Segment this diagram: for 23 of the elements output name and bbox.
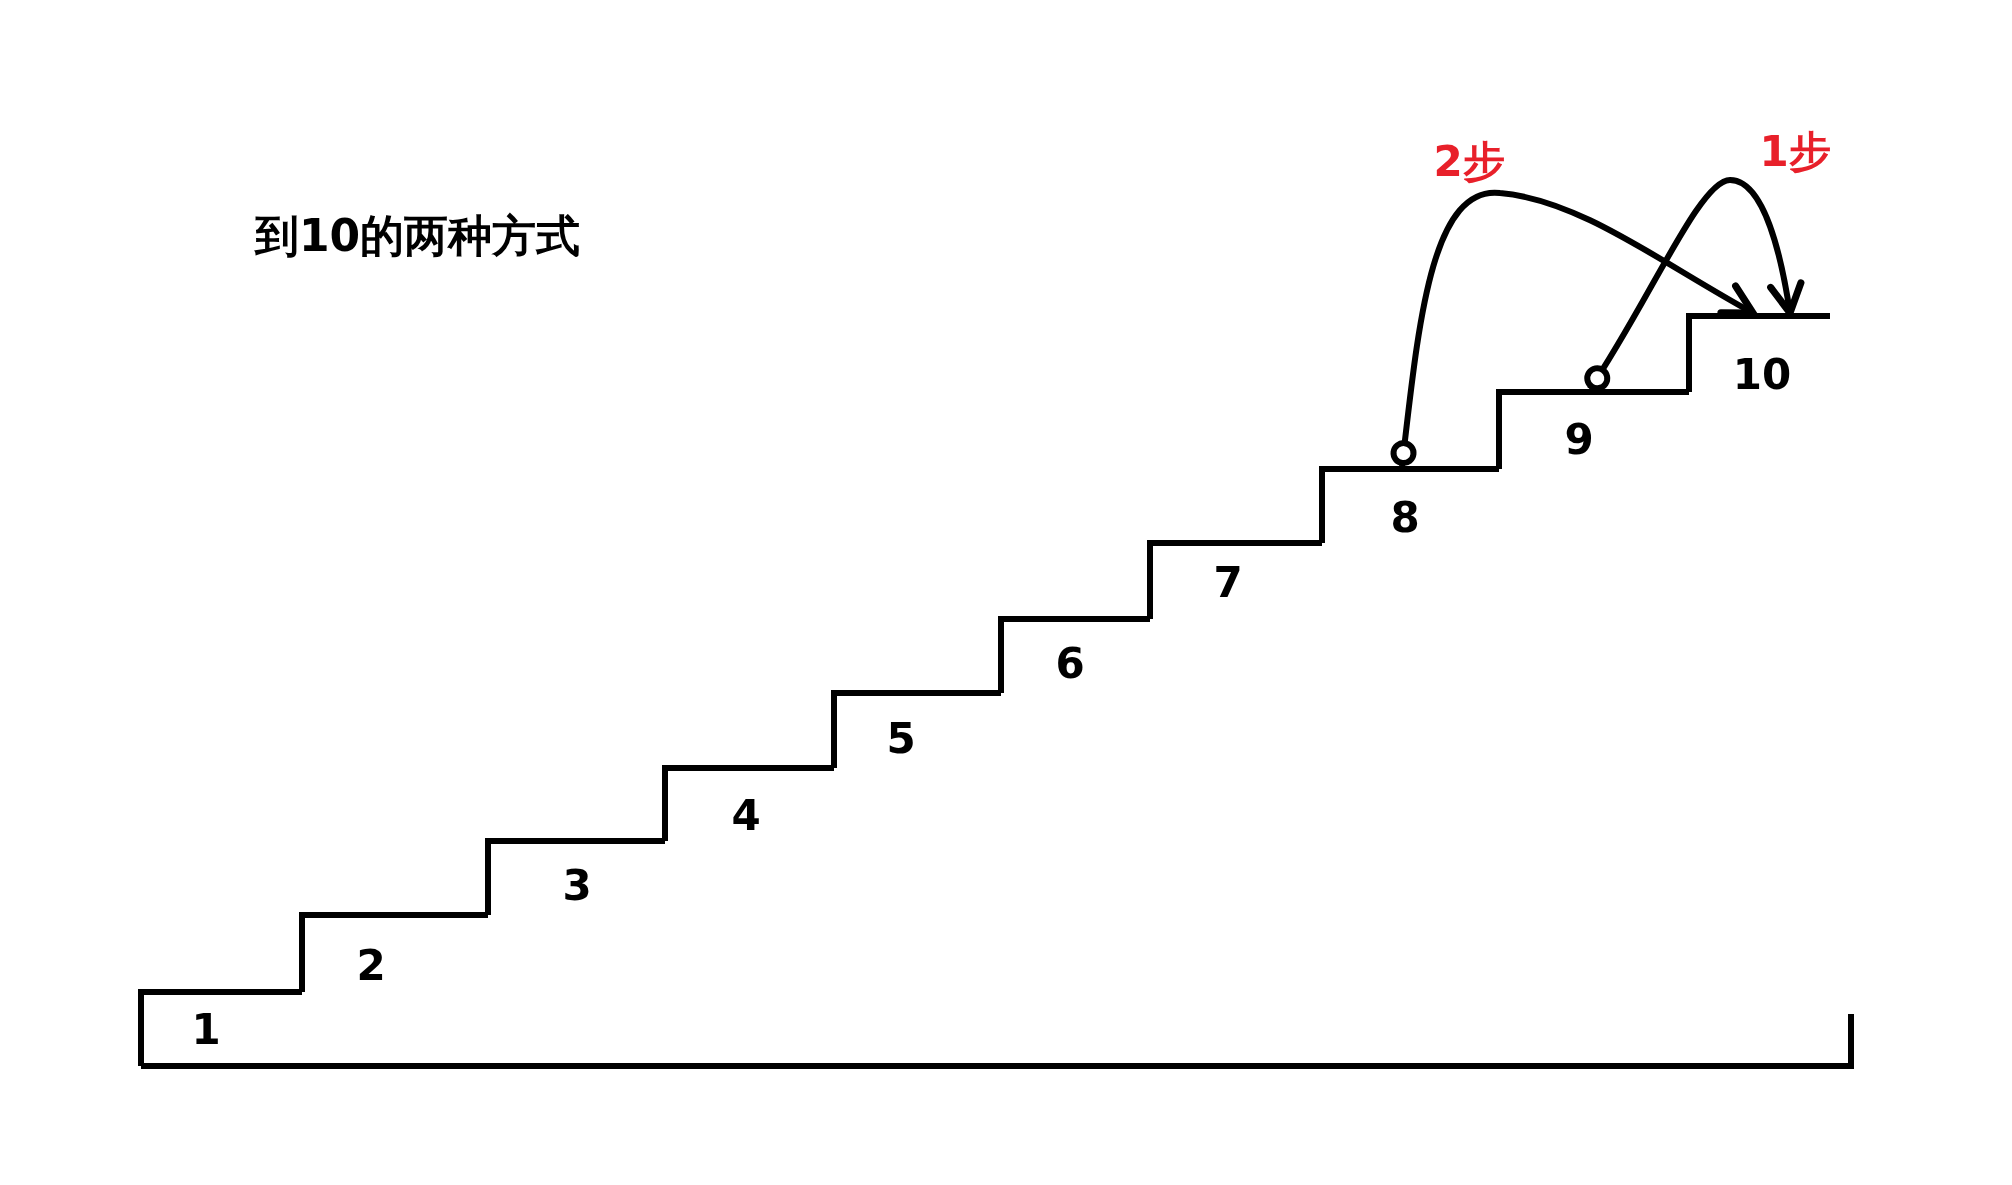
diagram-title: 到10的两种方式 — [255, 212, 581, 261]
stair-step — [299, 912, 488, 992]
jump-arrow — [1584, 177, 1805, 392]
stair-step — [1319, 466, 1499, 543]
stair-step — [1147, 540, 1322, 619]
stair-step — [662, 765, 834, 841]
step-number: 3 — [562, 865, 592, 907]
stair-step — [485, 838, 665, 915]
step-number: 5 — [886, 718, 916, 760]
stair-step — [138, 989, 302, 1066]
stair-step — [1686, 313, 1830, 392]
step-number: 2 — [356, 945, 386, 987]
jump-arrow — [1390, 190, 1757, 467]
stair-step — [831, 690, 1001, 768]
step-number: 1 — [191, 1009, 221, 1051]
step-number: 6 — [1055, 643, 1085, 685]
step-number: 9 — [1564, 419, 1594, 461]
step-number: 8 — [1390, 497, 1420, 539]
stair-step — [998, 616, 1150, 693]
step-number: 7 — [1213, 562, 1243, 604]
step-number: 4 — [731, 795, 761, 837]
stair-step — [1496, 389, 1689, 469]
step-number: 10 — [1732, 354, 1792, 396]
